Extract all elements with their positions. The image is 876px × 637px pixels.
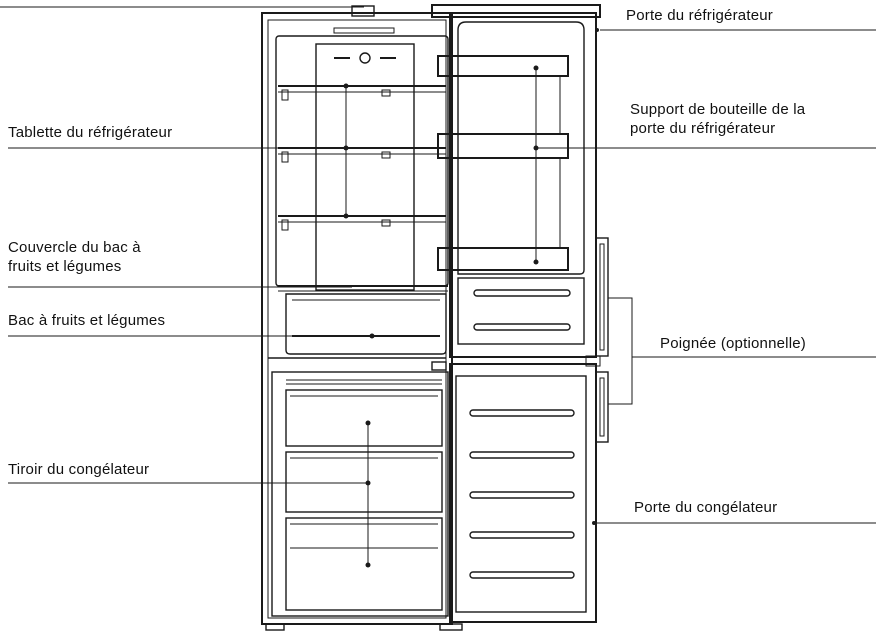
- top-vent: [333, 27, 395, 34]
- freezer-liner: [271, 371, 449, 617]
- freezer-door-outline: [449, 363, 597, 623]
- back-panel: [315, 43, 415, 291]
- door-top-hinge: [431, 4, 601, 18]
- label-crisper-cover: Couvercle du bac à fruits et légumes: [8, 239, 141, 275]
- handles: [585, 237, 633, 443]
- fridge-door-dot: [595, 28, 599, 32]
- cabinet-outline: [261, 12, 453, 625]
- label-freezer-drawer: Tiroir du congélateur: [8, 461, 150, 478]
- fridge-handle: [595, 237, 609, 357]
- freezer-compartment: [271, 371, 449, 617]
- thermostat-knob: [359, 52, 371, 64]
- crisper-assembly: [278, 285, 448, 355]
- shelf-3: [278, 215, 446, 223]
- hinge-middle: [431, 361, 447, 371]
- freezer-door: [449, 363, 597, 623]
- door-bin-2: [437, 133, 569, 159]
- shelf-1: [278, 85, 446, 93]
- cabinet-inner-edge: [267, 19, 447, 619]
- label-handle: Poignée (optionnelle): [660, 335, 806, 352]
- fridge-door-outline: [449, 12, 597, 358]
- door-bin-3: [437, 247, 569, 271]
- fridge-liner: [275, 35, 449, 287]
- door-bin-1: [437, 55, 569, 77]
- freezer-drawer-2: [285, 451, 443, 513]
- label-crisper: Bac à fruits et légumes: [8, 312, 166, 329]
- crisper-bin: [285, 293, 447, 355]
- top-control: [351, 5, 375, 17]
- freezer-drawer-3: [285, 517, 443, 611]
- freezer-door-liner: [455, 375, 587, 613]
- label-freezer-door: Porte du congélateur: [634, 499, 778, 516]
- fridge-door: [431, 4, 601, 358]
- foot-right: [439, 623, 463, 631]
- foot-left: [265, 623, 285, 631]
- shelf-dot-1: [343, 83, 349, 89]
- shelf-2: [278, 147, 446, 155]
- cabinet: [261, 5, 453, 625]
- freezer-drawer-1: [285, 389, 443, 447]
- label-bottle-holder: Support de bouteille de la porte du réfr…: [630, 101, 806, 137]
- fridge-door-liner: [457, 21, 585, 275]
- label-refrigerator-door: Porte du réfrigérateur: [626, 7, 773, 24]
- shelf-dot-3: [343, 213, 349, 219]
- freezer-handle: [595, 371, 609, 443]
- door-lower-area: [457, 277, 585, 345]
- leader-lines: [0, 6, 876, 524]
- label-refrigerator-shelf: Tablette du réfrigérateur: [8, 124, 173, 141]
- fridge-shelves: [278, 83, 446, 231]
